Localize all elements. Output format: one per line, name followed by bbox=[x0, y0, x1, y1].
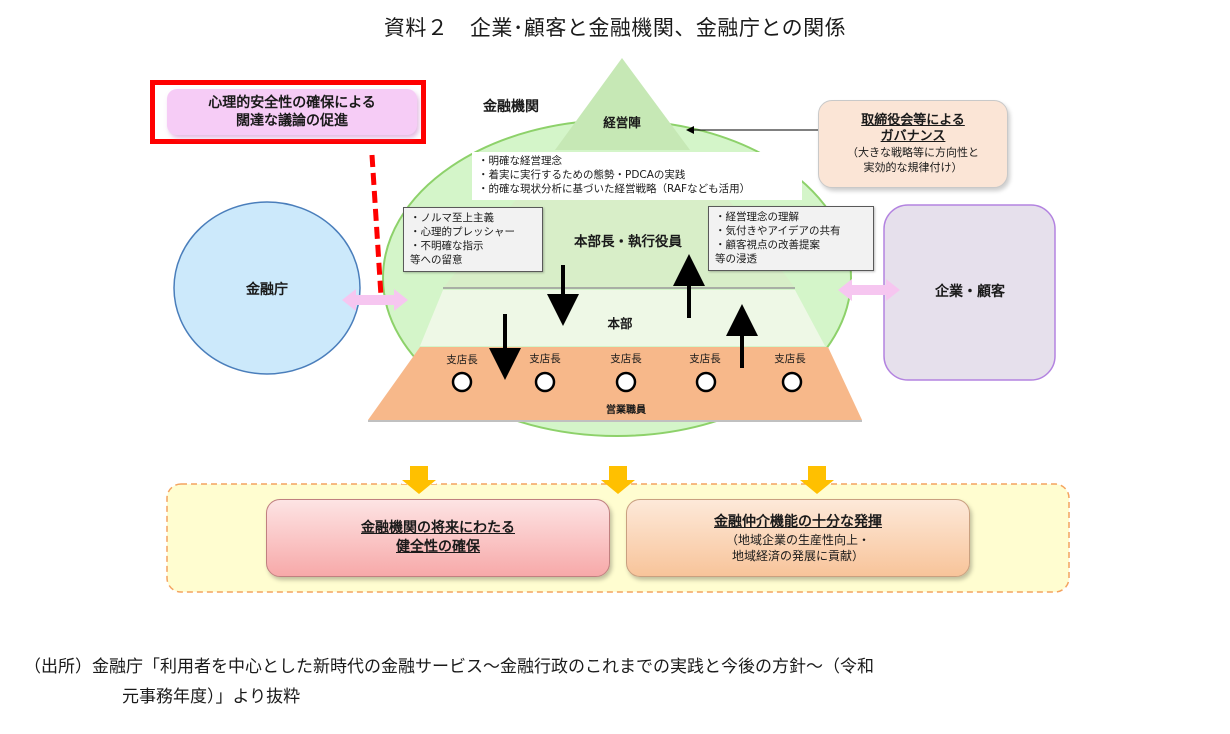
fsa-label: 金融庁 bbox=[246, 282, 288, 298]
branch-manager-label: 支店長 bbox=[529, 353, 561, 365]
gold-arrow-icon bbox=[601, 466, 635, 494]
governance-heading: ガバナンス bbox=[880, 129, 946, 144]
management-label: 経営陣 bbox=[603, 115, 641, 130]
governance-heading: 取締役会等による bbox=[861, 113, 965, 128]
outcome-heading: 健全性の確保 bbox=[396, 539, 480, 555]
caution-point: ・不明確な指示 bbox=[410, 240, 484, 252]
governance-sub: 実効的な規律付け） bbox=[863, 161, 963, 174]
pyramid-hq bbox=[420, 290, 825, 346]
caution-point: ・ノルマ至上主義 bbox=[410, 212, 494, 224]
penetration-points-box: ・経営理念の理解 ・気付きやアイデアの共有 ・顧客視点の改善提案 等の浸透 bbox=[708, 206, 874, 271]
executives-label: 本部長・執行役員 bbox=[574, 234, 682, 250]
management-point: ・的確な現状分析に基づいた経営戦略（RAFなども活用） bbox=[478, 183, 751, 195]
branch-circle bbox=[451, 371, 473, 393]
branch-manager-label: 支店長 bbox=[446, 354, 478, 366]
double-arrow-icon bbox=[838, 279, 900, 301]
branch-circle bbox=[615, 371, 637, 393]
management-points-box: ・明確な経営理念 ・着実に実行するための態勢・PDCAの実践 ・的確な現状分析に… bbox=[472, 152, 802, 200]
gold-arrow-icon bbox=[401, 466, 437, 494]
caution-points-box: ・ノルマ至上主義 ・心理的プレッシャー ・不明確な指示 等への留意 bbox=[403, 207, 543, 272]
headquarters-label: 本部 bbox=[607, 316, 633, 331]
outcome-sub: 地域経済の発展に貢献） bbox=[731, 548, 864, 563]
branch-manager-label: 支店長 bbox=[689, 353, 721, 365]
institution-label: 金融機関 bbox=[483, 99, 539, 115]
branch-circle bbox=[781, 371, 803, 393]
source-note: （出所）金融庁「利用者を中心とした新時代の金融サービス～金融行政のこれまでの実践… bbox=[24, 652, 1224, 712]
penetration-point: ・気付きやアイデアの共有 bbox=[715, 225, 841, 237]
outcome-heading: 金融機関の将来にわたる bbox=[361, 520, 515, 536]
page-title: 資料２ 企業･顧客と金融機関、金融庁との関係 bbox=[383, 16, 847, 40]
customers-label: 企業・顧客 bbox=[935, 284, 1005, 300]
penetration-point: 等の浸透 bbox=[715, 253, 757, 265]
outcome-soundness-box: 金融機関の将来にわたる 健全性の確保 bbox=[266, 499, 610, 577]
fsa-circle bbox=[173, 201, 361, 375]
branch-manager-label: 支店長 bbox=[774, 353, 806, 365]
branch-circle bbox=[534, 371, 556, 393]
double-arrow-icon bbox=[342, 289, 408, 311]
caution-point: ・心理的プレッシャー bbox=[410, 226, 515, 238]
source-line: （出所）金融庁「利用者を中心とした新時代の金融サービス～金融行政のこれまでの実践… bbox=[24, 657, 874, 677]
outcome-sub: （地域企業の生産性向上・ bbox=[725, 532, 870, 547]
branch-circle bbox=[695, 371, 717, 393]
penetration-point: ・経営理念の理解 bbox=[715, 211, 799, 223]
governance-sub: （大きな戦略等に方向性と bbox=[847, 146, 979, 159]
outcome-heading: 金融仲介機能の十分な発揮 bbox=[714, 513, 882, 530]
pyramid-top bbox=[555, 58, 690, 150]
management-point: ・明確な経営理念 bbox=[478, 155, 562, 167]
penetration-point: ・顧客視点の改善提案 bbox=[715, 239, 820, 251]
psychological-safety-line: 闊達な議論の促進 bbox=[236, 113, 348, 129]
red-dashed-connector bbox=[369, 154, 384, 297]
caution-point: 等への留意 bbox=[410, 254, 463, 266]
governance-box: 取締役会等による ガバナンス （大きな戦略等に方向性と 実効的な規律付け） bbox=[818, 100, 1008, 188]
gold-arrow-icon bbox=[800, 466, 834, 494]
outcome-intermediation-box: 金融仲介機能の十分な発揮 （地域企業の生産性向上・ 地域経済の発展に貢献） bbox=[626, 499, 970, 577]
psychological-safety-box: 心理的安全性の確保による 闊達な議論の促進 bbox=[150, 80, 426, 144]
branch-manager-label: 支店長 bbox=[610, 353, 642, 365]
source-line: 元事務年度）」より抜粋 bbox=[122, 687, 301, 707]
psychological-safety-line: 心理的安全性の確保による bbox=[208, 95, 376, 111]
management-point: ・着実に実行するための態勢・PDCAの実践 bbox=[478, 169, 686, 181]
sales-staff-label: 営業職員 bbox=[606, 405, 646, 416]
